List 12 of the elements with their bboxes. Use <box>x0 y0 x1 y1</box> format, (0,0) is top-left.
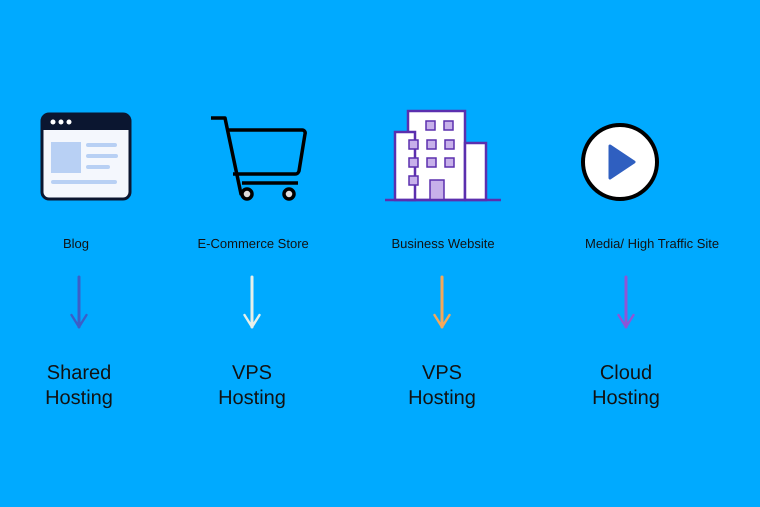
hosting-type-label: VPS Hosting <box>387 361 497 411</box>
down-arrow <box>433 276 451 328</box>
down-arrow <box>243 276 261 328</box>
down-arrow <box>70 276 88 328</box>
site-type-label: Blog <box>63 236 90 251</box>
hosting-type-label: Cloud Hosting <box>571 361 681 411</box>
hosting-type-label: VPS Hosting <box>197 361 307 411</box>
hosting-type-label: Shared Hosting <box>24 361 134 411</box>
site-type-label: Media/ High Traffic Site <box>585 236 720 251</box>
down-arrow <box>617 276 635 328</box>
site-type-label: Business Website <box>392 236 495 251</box>
site-type-label: E-Commerce Store <box>198 236 309 251</box>
